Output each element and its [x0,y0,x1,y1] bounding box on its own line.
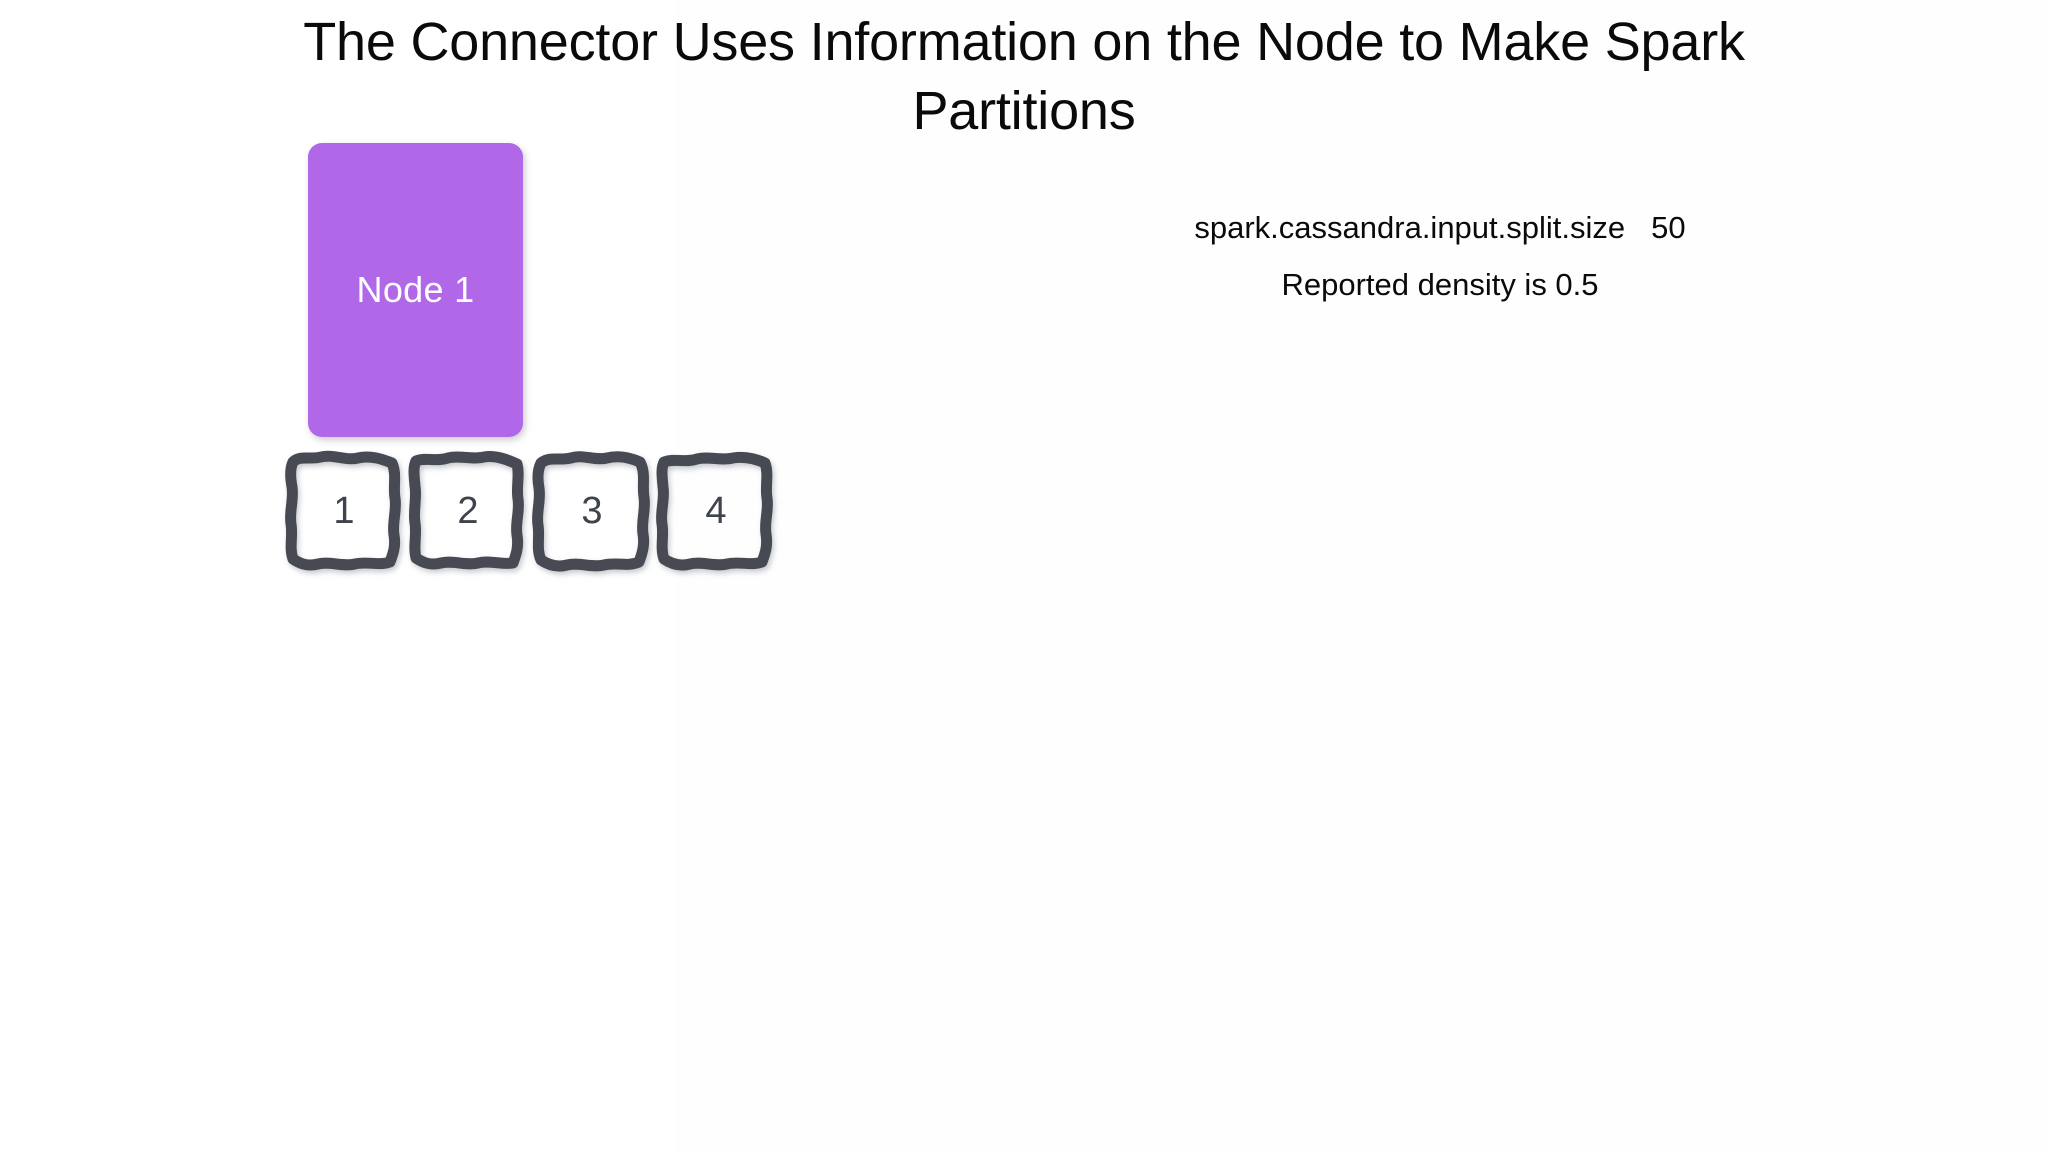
partition-label: 1 [333,489,355,532]
config-annotation: spark.cassandra.input.split.size 50 Repor… [1060,212,1820,300]
partition-box-3[interactable]: 3 [532,451,650,572]
node-1-label: Node 1 [356,269,475,310]
partition-box-4[interactable]: 4 [656,451,774,571]
partition-box-2[interactable]: 2 [408,451,526,570]
page-title: The Connector Uses Information on the No… [303,12,1745,142]
sketchy-frame-icon [532,451,650,572]
partition-label: 3 [581,489,603,532]
partition-label: 2 [457,489,479,532]
density-line: Reported density is 0.5 [1281,267,1599,302]
partition-box-group: 1 2 3 4 [285,450,786,582]
split-size-line: spark.cassandra.input.split.size 50 [1060,212,1820,243]
background-seam [676,0,2048,1152]
split-size-value: 50 [1651,210,1686,245]
sketchy-frame-icon [656,451,773,571]
partition-label: 4 [705,489,727,532]
sketchy-frame-icon [408,451,524,570]
partition-box-1[interactable]: 1 [285,450,402,571]
node-1-box[interactable]: Node 1 [308,143,523,437]
sketchy-frame-icon [285,450,401,571]
split-size-key: spark.cassandra.input.split.size [1194,210,1626,245]
